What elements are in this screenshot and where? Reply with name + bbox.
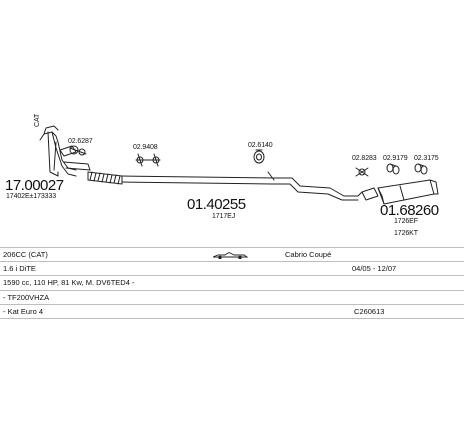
model-cell: 206CC (CAT) (3, 250, 48, 259)
info-row-specs: 1590 cc, 110 HP, 81 Kw, M. DV6TED4 - (0, 275, 464, 289)
info-row-engine: 1.6 i DiTE 04/05 - 12/07 (0, 261, 464, 275)
clamp-02-9408 (135, 153, 161, 167)
body-cell: Cabrio Coupé (285, 250, 332, 259)
part-sub-rear-2: 1726KT (394, 230, 418, 237)
flex-pipe (87, 171, 123, 185)
part-label-clamp-02-3175: 02.3175 (414, 155, 439, 162)
clamp-02-8283 (355, 167, 369, 177)
info-row-norm: - Kat Euro 4 C260613 (0, 303, 464, 319)
front-catalyst-assembly (39, 125, 91, 177)
specs-cell: 1590 cc, 110 HP, 81 Kw, M. DV6TED4 - (3, 278, 135, 288)
ref-cell: C260613 (354, 306, 385, 316)
info-row-code: - TF200VHZA (0, 289, 464, 304)
part-sub-main: 17402E±173333 (6, 193, 57, 200)
part-sub-rear-1: 1726EF (394, 218, 418, 225)
convertible-car-icon (212, 251, 249, 261)
intermediate-pipe (121, 171, 363, 201)
code-cell: - TF200VHZA (3, 292, 50, 302)
clamp-02-9179 (386, 163, 400, 175)
cat-label: CAT (34, 113, 41, 127)
norm-cell: - Kat Euro 4 (3, 306, 44, 316)
dates-cell: 04/05 - 12/07 (352, 264, 397, 274)
part-label-clamp-02-8283: 02.8283 (352, 155, 377, 162)
exhaust-diagram (39, 125, 439, 205)
part-sub-mid: 1717EJ (212, 213, 236, 220)
hanger-02-6140 (253, 149, 265, 164)
clamp-02-6287 (69, 145, 87, 156)
info-row-model: 206CC (CAT) Cabrio Coupé (0, 247, 464, 261)
part-label-clamp-02-9179: 02.9179 (383, 155, 408, 162)
vehicle-info-table: 206CC (CAT) Cabrio Coupé 1.6 i DiTE 04/0… (0, 247, 464, 319)
clamp-02-3175 (414, 163, 428, 175)
part-label-clamp-02-6287: 02.6287 (68, 138, 93, 145)
part-number-rear: 01.68260 (380, 202, 439, 219)
part-number-mid: 01.40255 (187, 196, 246, 213)
rear-silencer (361, 179, 439, 205)
part-label-clamp-02-9408: 02.9408 (133, 144, 158, 151)
part-number-main: 17.00027 (5, 177, 64, 194)
engine-cell: 1.6 i DiTE (3, 264, 36, 274)
part-label-hanger-02-6140: 02.6140 (248, 142, 273, 149)
